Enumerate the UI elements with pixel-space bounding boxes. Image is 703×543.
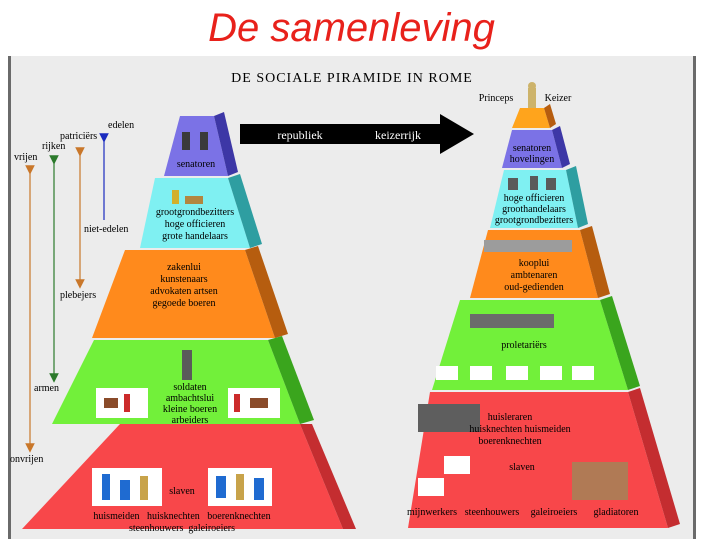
right-level-senators [502,130,562,168]
right-l4-line-2: oud-gedienden [504,282,563,293]
cavalry-figures-icon [508,176,556,190]
left-class-axes: edelen patriciërs rijken vrijen niet-ede… [10,120,134,465]
relief-frieze-icon [484,240,572,252]
right-l6-line-2: boerenknechten [478,436,541,447]
bottom-mijnwerkers: mijnwerkers [407,507,457,518]
right-l3-line-2: grootgrondbezitters [495,215,573,226]
left-l3-line-2: advokaten artsen [150,286,217,297]
gladiator-mosaic-icon [572,462,628,500]
soldier-figure-icon [182,350,192,380]
right-l3-line-0: hoge officieren [504,193,565,204]
keizer-label: Keizer [545,93,572,104]
left-l1-line-0: senatoren [177,159,215,170]
slave-scene-right-icon [208,468,272,506]
left-l3-line-3: gegoede boeren [152,298,215,309]
bottom-gladiatoren: gladiatoren [594,507,639,518]
bottom-galeiroeiers: galeiroeiers [531,507,578,518]
right-l6-line-3: slaven [509,462,535,473]
left-l4-line-2: kleine boeren [163,404,217,415]
rich-figures-icon [172,190,203,204]
left-level-senators [164,116,228,176]
transition-arrow: republiek keizerrijk [240,114,474,154]
left-level-middle [92,250,275,338]
slave-scene-left-icon [92,468,162,506]
right-l6-line-1: huisknechten huismeiden [469,424,570,435]
right-pyramid: Princeps Keizer senatoren hovelingen hog… [407,82,680,528]
left-l2-line-0: grootgrondbezitters [156,207,234,218]
left-level-rich [140,178,250,248]
axis-niet-edelen: niet-edelen [84,224,128,235]
left-l5-line-1: huismeiden huisknechten boerenknechten [93,511,270,522]
proletarian-relief-icon [470,314,554,328]
right-l5-line-0: proletariërs [501,340,547,351]
right-l2-line-1: hovelingen [510,154,554,165]
left-l3-line-0: zakenlui [167,262,201,273]
right-l2-line-0: senatoren [513,143,551,154]
emperor-figure-icon [528,82,536,108]
left-l5-line-2: steenhouwers galeiroeiers [129,523,235,534]
left-l2-line-1: hoge officieren [165,219,226,230]
farm-scene-right-icon [228,388,280,418]
left-pyramid: senatoren grootgrondbezitters hoge offic… [22,112,356,534]
diagram-header: DE SOCIALE PIRAMIDE IN ROME [231,71,473,86]
slide-title: De samenleving [208,6,495,50]
left-l4-line-0: soldaten [173,382,206,393]
right-level-emperor [512,108,550,128]
princeps-label: Princeps [479,93,514,104]
slave-figures-icon [418,456,470,496]
left-l5-line-0: slaven [169,486,195,497]
right-l4-line-0: kooplui [519,258,550,269]
teachers-relief-icon [418,404,480,432]
bottom-steenhouwers: steenhouwers [465,507,520,518]
left-l3-line-1: kunstenaars [160,274,207,285]
arrow-label-republiek: republiek [277,128,322,142]
axis-edelen: edelen [108,120,134,131]
right-l6-line-0: huisleraren [488,412,532,423]
farm-scene-left-icon [96,388,148,418]
left-l4-line-3: arbeiders [172,415,209,426]
senator-figures-icon [182,132,208,150]
right-l3-line-1: groothandelaars [502,204,566,215]
axis-plebejers: plebejers [60,290,96,301]
axis-rijken: rijken [42,141,65,152]
axis-onvrijen: onvrijen [10,454,43,465]
right-l4-line-1: ambtenaren [511,270,558,281]
axis-patriciers: patriciërs [60,131,97,142]
left-l2-line-2: grote handelaars [162,231,228,242]
left-l4-line-1: ambachtslui [166,393,215,404]
axis-armen: armen [34,383,59,394]
arrow-label-keizerrijk: keizerrijk [375,128,421,142]
crowd-figures-icon [436,366,594,380]
axis-vrijen: vrijen [14,152,37,163]
